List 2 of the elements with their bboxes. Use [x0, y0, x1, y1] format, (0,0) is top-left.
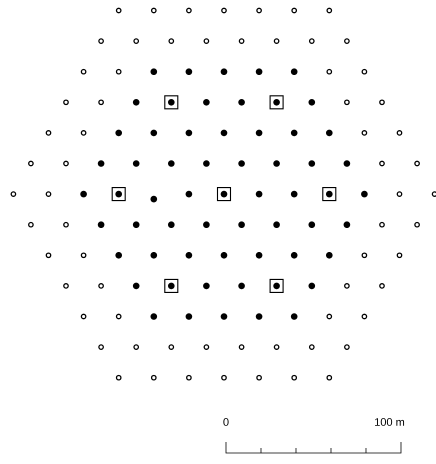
scale-label: 100 m: [375, 418, 404, 426]
scale-label: 0: [223, 418, 229, 426]
